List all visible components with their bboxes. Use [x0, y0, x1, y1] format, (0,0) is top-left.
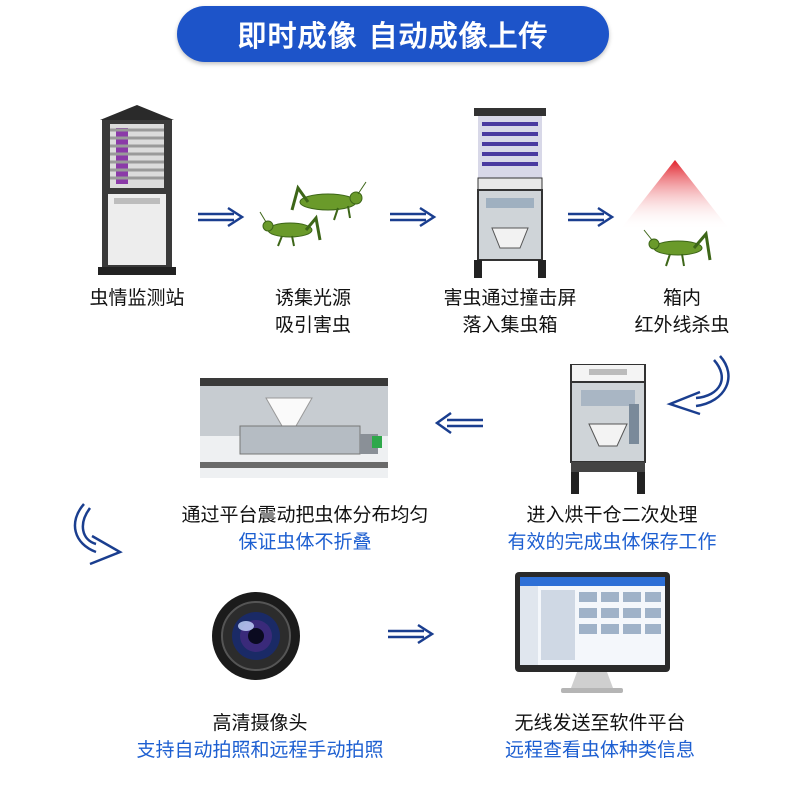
upload-label: 无线发送至软件平台 远程查看虫体种类信息 [504, 712, 695, 761]
banner-title: 即时成像 自动成像上传 [237, 19, 549, 53]
monitoring-station-image [92, 100, 182, 275]
curved-arrow-icon [66, 500, 136, 570]
collector-device-image [470, 108, 550, 278]
dry-label: 进入烘干仓二次处理 有效的完成虫体保存工作 [507, 504, 717, 553]
arrow-left-icon [433, 410, 485, 436]
arrow-right-icon [388, 205, 438, 229]
software-monitor-image [515, 572, 670, 697]
arrow-right-icon [386, 622, 436, 646]
arrow-right-icon [566, 205, 616, 229]
screen-label: 害虫通过撞击屏 落入集虫箱 [443, 287, 577, 336]
kill-label: 箱内 红外线杀虫 [634, 287, 730, 336]
vibration-platform-image [200, 378, 388, 478]
camera-lens-icon [210, 590, 302, 682]
infrared-light-icon [620, 160, 730, 280]
camera-label: 高清摄像头 支持自动拍照和远程手动拍照 [136, 712, 384, 761]
vibrate-label: 通过平台震动把虫体分布均匀 保证虫体不折叠 [181, 504, 429, 553]
station-label: 虫情监测站 [89, 287, 185, 309]
arrow-right-icon [196, 205, 246, 229]
lure-label: 诱集光源 吸引害虫 [274, 287, 351, 336]
title-banner: 即时成像 自动成像上传 [177, 6, 609, 62]
grasshopper-icon [258, 180, 368, 250]
curved-arrow-icon [660, 352, 740, 422]
drying-chamber-image [567, 364, 649, 494]
